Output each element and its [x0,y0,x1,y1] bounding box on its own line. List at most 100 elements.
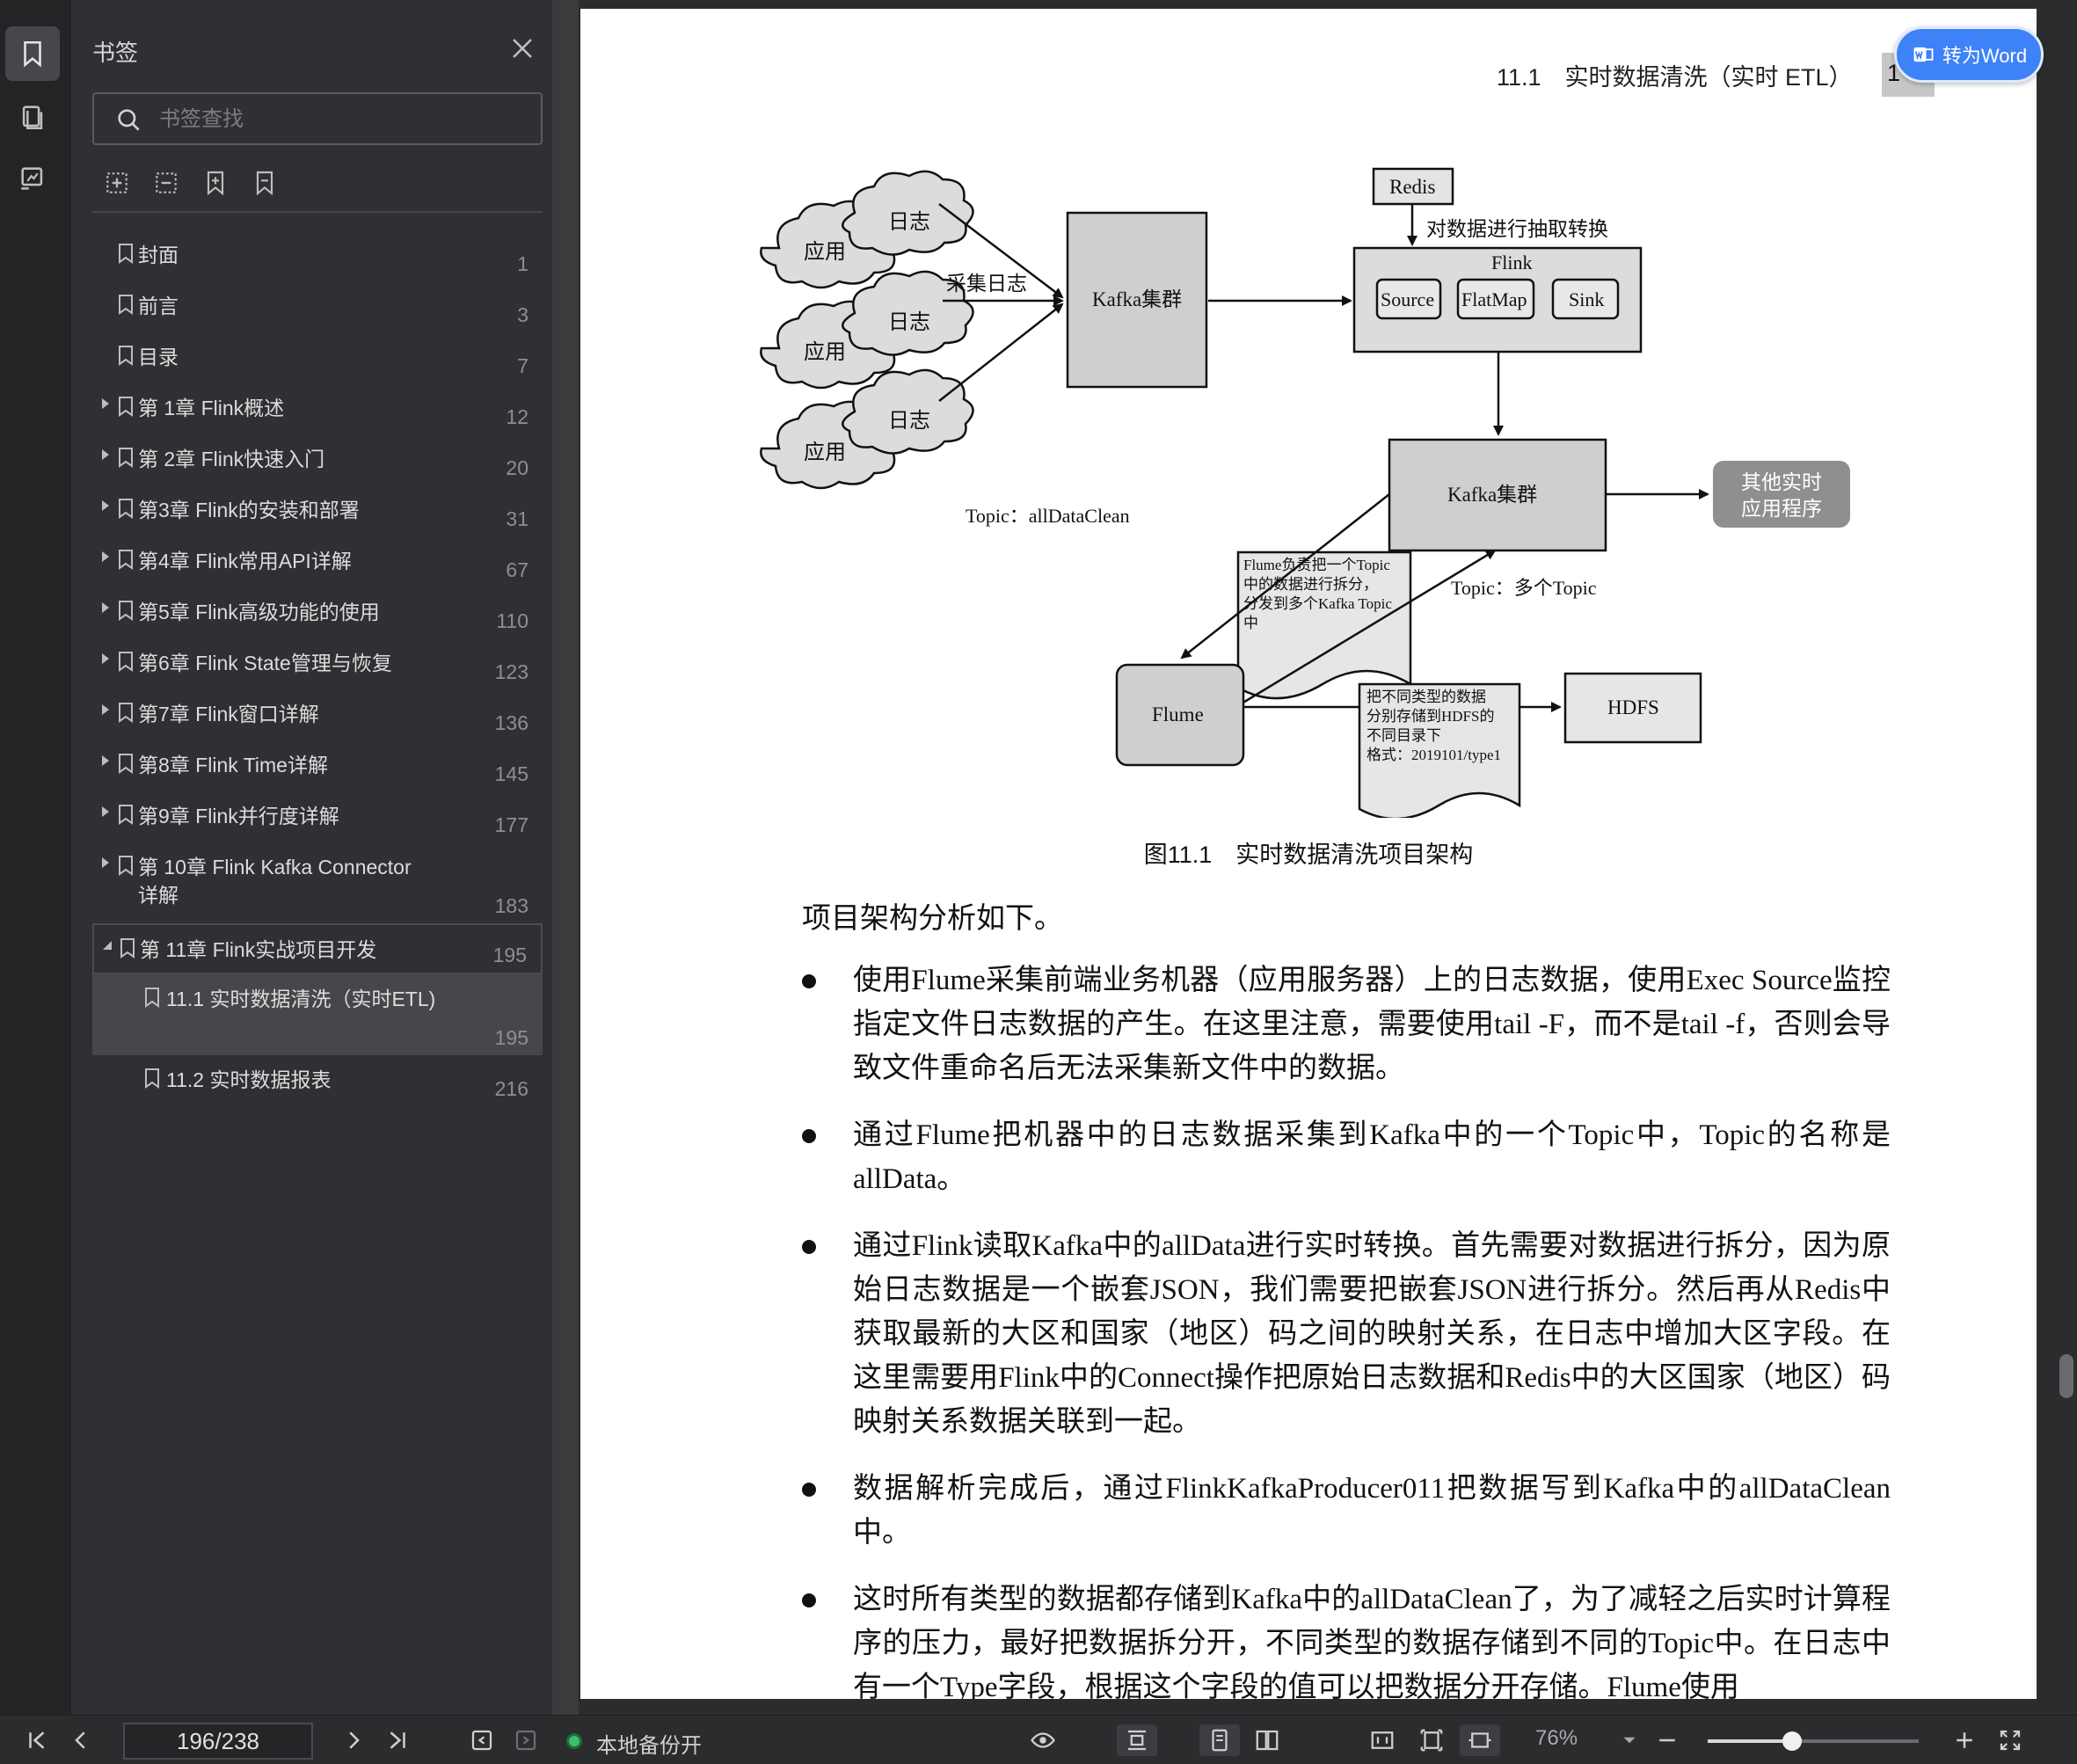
scrollbar-thumb[interactable] [2059,1354,2073,1398]
svg-text:不同目录下: 不同目录下 [1366,727,1441,744]
convert-to-word-label: 转为Word [1942,45,2028,67]
bookmark-page-number: 12 [506,405,528,428]
bullet-text: 通过Flink读取Kafka中的allData进行实时转换。首先需要对数据进行拆… [853,1230,1891,1438]
last-page-icon[interactable] [380,1724,415,1756]
bookmark-page-number: 20 [506,456,528,479]
bookmark-page-number: 3 [517,303,528,326]
arrow [1180,493,1390,660]
divider [92,211,543,213]
svg-text:中的数据进行拆分，: 中的数据进行拆分， [1243,576,1378,593]
bullet-item: 通过Flink读取Kafka中的allData进行实时转换。首先需要对数据进行拆… [802,1224,1891,1444]
sink-box [1551,278,1620,320]
svg-text:中: 中 [1243,615,1258,631]
actual-size-icon[interactable] [1365,1724,1400,1756]
kafka2-label: Kafka集群 [1447,484,1537,506]
bullet-dot [802,1240,816,1254]
flink-label: Flink [1491,251,1532,273]
bookmark-label: 第7章 Flink窗口详解 [138,703,319,725]
bookmark-label: 前言 [138,295,179,317]
bookmark-label: 第 2章 Flink快速入门 [138,448,325,470]
bookmark-item[interactable]: 第 2章 Flink快速入门 20 [92,434,543,485]
close-icon[interactable] [507,33,537,63]
bullet-text: 数据解析完成后，通过FlinkKafkaProducer011把数据写到Kafk… [853,1473,1891,1549]
bookmark-item[interactable]: 第7章 Flink窗口详解 136 [92,689,543,740]
panel-splitter[interactable] [552,0,579,1715]
bookmark-search-box[interactable] [92,92,543,145]
hdfs-box [1563,672,1702,744]
go-forward-icon[interactable] [508,1724,543,1756]
bookmark-search-input[interactable] [159,103,528,136]
two-page-icon[interactable] [1247,1724,1287,1756]
bullet-text: 使用Flume采集前端业务机器（应用服务器）上的日志数据，使用Exec Sour… [853,965,1891,1084]
svg-text:格式：2019101/type1: 格式：2019101/type1 [1366,747,1501,763]
previous-page-icon[interactable] [63,1724,98,1756]
fullscreen-icon[interactable] [1993,1724,2028,1756]
kafka-cluster-box [1066,211,1208,389]
zoom-slider-handle[interactable] [1782,1731,1802,1751]
backup-status-label[interactable]: 本地备份开 [596,1734,702,1758]
other-apps-line1: 其他实时 [1741,471,1822,493]
app-label: 应用 [804,340,846,364]
bookmark-panel-icon[interactable] [5,26,60,81]
topic-multi-label: Topic：多个Topic [1451,577,1597,599]
bookmark-page-number: 136 [494,711,528,734]
eye-care-icon[interactable] [1017,1724,1069,1756]
zoom-in-icon[interactable] [1947,1724,1982,1756]
hdfs-note-shape [1358,682,1521,818]
bullet-item: 使用Flume采集前端业务机器（应用服务器）上的日志数据，使用Exec Sour… [802,959,1891,1090]
log-cloud-2: 日志 [842,270,974,356]
zoom-level[interactable]: 76% [1535,1726,1578,1750]
zoom-dropdown-icon[interactable] [1618,1724,1641,1756]
fit-page-icon[interactable] [1414,1724,1449,1756]
zoom-slider[interactable] [1708,1731,1919,1751]
source-label: Source [1381,288,1434,310]
bookmark-label: 11.1 实时数据清洗（实时ETL) [166,988,436,1010]
hdfs-note-text: 把不同类型的数据 分别存储到HDFS的 不同目录下 格式：2019101/typ… [1366,689,1501,763]
go-back-icon[interactable] [464,1724,499,1756]
svg-text:分别存储到HDFS的: 分别存储到HDFS的 [1366,708,1494,725]
zoom-out-icon[interactable] [1650,1724,1685,1756]
expand-all-icon[interactable] [103,169,131,197]
delete-bookmark-icon[interactable] [251,169,279,197]
next-page-icon[interactable] [336,1724,371,1756]
continuous-scroll-icon[interactable] [1117,1724,1157,1756]
other-apps-line2: 应用程序 [1741,498,1822,520]
thumbnail-panel-icon[interactable] [5,90,60,144]
single-page-icon[interactable] [1199,1724,1240,1756]
document-viewer[interactable]: 11.1 实时数据清洗（实时 ETL） 1 应用 日志 [579,0,2056,1715]
first-page-icon[interactable] [19,1724,55,1756]
convert-to-word-button[interactable]: 转为Word [1894,26,2044,83]
add-bookmark-icon[interactable] [201,169,230,197]
bookmark-page-number: 1 [517,252,528,275]
bookmark-page-number: 195 [494,1026,528,1049]
topic-clean-label: Topic：allDataClean [966,505,1130,527]
bookmark-item[interactable]: 前言 3 [92,281,543,332]
bullet-item: 这时所有类型的数据都存储到Kafka中的allDataClean了，为了减轻之后… [802,1578,1891,1699]
pdf-page: 11.1 实时数据清洗（实时 ETL） 1 应用 日志 [580,9,2037,1699]
bookmark-sub-item[interactable]: 11.1 实时数据清洗（实时ETL) 195 [92,974,543,1055]
flume-note-shape [1236,550,1412,700]
svg-text:分发到多个Kafka Topic: 分发到多个Kafka Topic [1243,595,1392,612]
source-box [1375,278,1442,320]
bookmark-label: 第 10章 Flink Kafka Connector详解 [138,856,412,907]
annotation-panel-icon[interactable] [5,151,60,206]
running-head: 11.1 实时数据清洗（实时 ETL） [1497,64,1853,91]
bookmark-toolbar [103,169,279,204]
fit-width-icon[interactable] [1460,1724,1500,1756]
vertical-scrollbar[interactable] [2056,0,2077,1715]
collapse-all-icon[interactable] [152,169,180,197]
page-number-input[interactable]: 196/238 [123,1723,313,1760]
bookmark-label: 第6章 Flink State管理与恢复 [138,652,392,674]
